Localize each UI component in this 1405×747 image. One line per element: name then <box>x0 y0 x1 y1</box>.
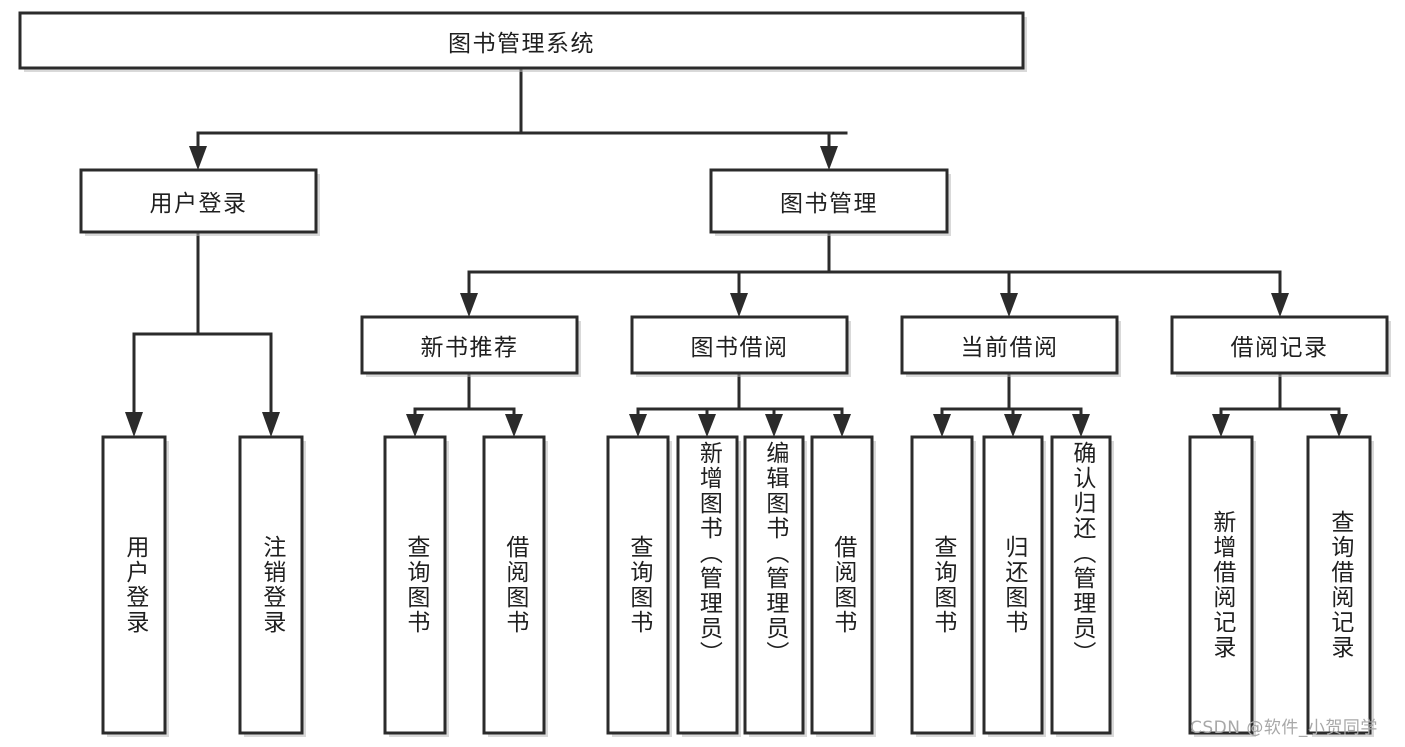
connector-borrowrecord-to-leaves <box>1212 371 1348 437</box>
arrow-head-icon <box>765 414 783 437</box>
node-leaf-logout[interactable] <box>238 435 304 735</box>
arrow-head-icon <box>730 293 748 317</box>
arrow-head-icon <box>125 412 143 437</box>
node-leaf-add-book[interactable] <box>676 435 739 735</box>
node-leaf-return-book[interactable] <box>982 435 1044 735</box>
connector-currentborrow-to-leaves <box>933 371 1090 437</box>
node-leaf-user-login[interactable] <box>101 435 167 735</box>
node-book-manage[interactable] <box>709 168 949 234</box>
node-leaf-add-record[interactable] <box>1188 435 1254 735</box>
node-root[interactable] <box>18 11 1025 70</box>
arrow-head-icon <box>1271 293 1289 317</box>
arrow-head-icon <box>698 414 716 437</box>
node-leaf-edit-book[interactable] <box>743 435 805 735</box>
arrow-head-icon <box>820 146 838 170</box>
node-leaf-borrow-book-1[interactable] <box>482 435 546 735</box>
arrow-head-icon <box>406 414 424 437</box>
arrow-head-icon <box>933 414 951 437</box>
node-leaf-borrow-book-2[interactable] <box>810 435 874 735</box>
arrow-head-icon <box>833 414 851 437</box>
node-leaf-query-book-2[interactable] <box>606 435 670 735</box>
connector-bookborrow-to-leaves <box>629 371 851 437</box>
node-leaf-query-book-1[interactable] <box>383 435 447 735</box>
connector-root-to-level2 <box>189 66 848 170</box>
arrow-head-icon <box>1000 293 1018 317</box>
connector-bookmanage-to-level3 <box>460 230 1289 317</box>
node-borrow-record[interactable] <box>1170 315 1389 375</box>
node-book-borrow[interactable] <box>630 315 849 375</box>
node-leaf-confirm-return[interactable] <box>1050 435 1112 735</box>
connector-newbook-to-leaves <box>406 371 523 437</box>
node-leaf-query-book-3[interactable] <box>910 435 974 735</box>
arrow-head-icon <box>189 146 207 170</box>
node-current-borrow[interactable] <box>900 315 1119 375</box>
arrow-head-icon <box>505 414 523 437</box>
arrow-head-icon <box>1330 414 1348 437</box>
arrow-head-icon <box>460 293 478 317</box>
node-user-login[interactable] <box>79 168 318 234</box>
node-new-book-recommend[interactable] <box>360 315 579 375</box>
node-leaf-query-record[interactable] <box>1306 435 1372 735</box>
arrow-head-icon <box>1212 414 1230 437</box>
arrow-head-icon <box>262 412 280 437</box>
arrow-head-icon <box>629 414 647 437</box>
arrow-head-icon <box>1072 414 1090 437</box>
arrow-head-icon <box>1004 414 1022 437</box>
connector-userlogin-to-leaves <box>125 230 280 437</box>
